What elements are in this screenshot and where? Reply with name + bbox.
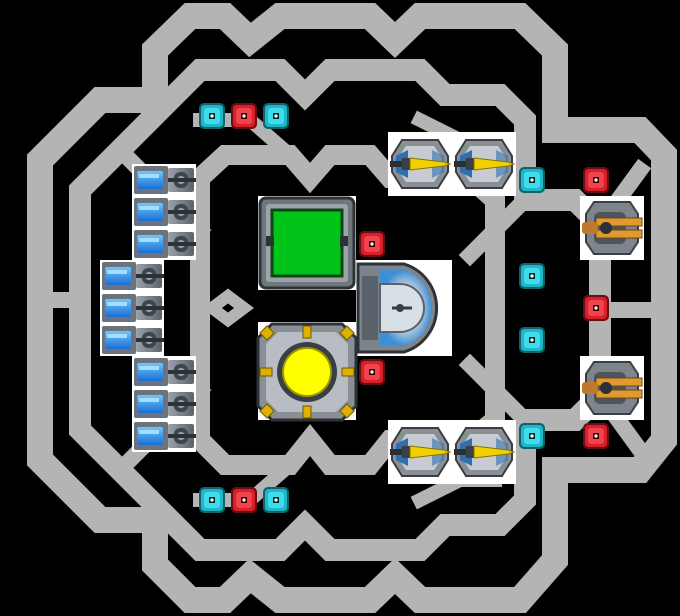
laser-turret-icon[interactable] [453,427,515,477]
command-core[interactable] [258,196,356,290]
thruster-icon[interactable] [100,260,164,292]
thruster-icon[interactable] [100,292,164,324]
ship-hull [27,2,677,613]
laser-turret-icon[interactable] [453,139,515,189]
blue-node-icon[interactable] [199,103,225,129]
thruster-icon[interactable] [132,228,196,260]
blue-node-icon[interactable] [519,423,545,449]
shield-dome[interactable] [356,262,438,354]
blue-node-icon[interactable] [519,167,545,193]
thruster-icon[interactable] [100,324,164,356]
reactor[interactable] [256,322,358,422]
red-node-icon[interactable] [583,295,609,321]
red-node-icon[interactable] [583,423,609,449]
blue-node-icon[interactable] [263,103,289,129]
cannon-turret-icon[interactable] [580,356,644,420]
blue-node-icon[interactable] [199,487,225,513]
laser-turret-icon[interactable] [389,427,451,477]
thruster-icon[interactable] [132,356,196,388]
blue-node-icon[interactable] [519,263,545,289]
blue-node-icon[interactable] [519,327,545,353]
blue-node-icon[interactable] [263,487,289,513]
thruster-icon[interactable] [132,196,196,228]
red-node-icon[interactable] [231,103,257,129]
thruster-icon[interactable] [132,420,196,452]
cannon-turret-icon[interactable] [580,196,644,260]
thruster-icon[interactable] [132,388,196,420]
red-node-icon[interactable] [359,359,385,385]
laser-turret-icon[interactable] [389,139,451,189]
red-node-icon[interactable] [359,231,385,257]
red-node-icon[interactable] [231,487,257,513]
red-node-icon[interactable] [583,167,609,193]
thruster-icon[interactable] [132,164,196,196]
